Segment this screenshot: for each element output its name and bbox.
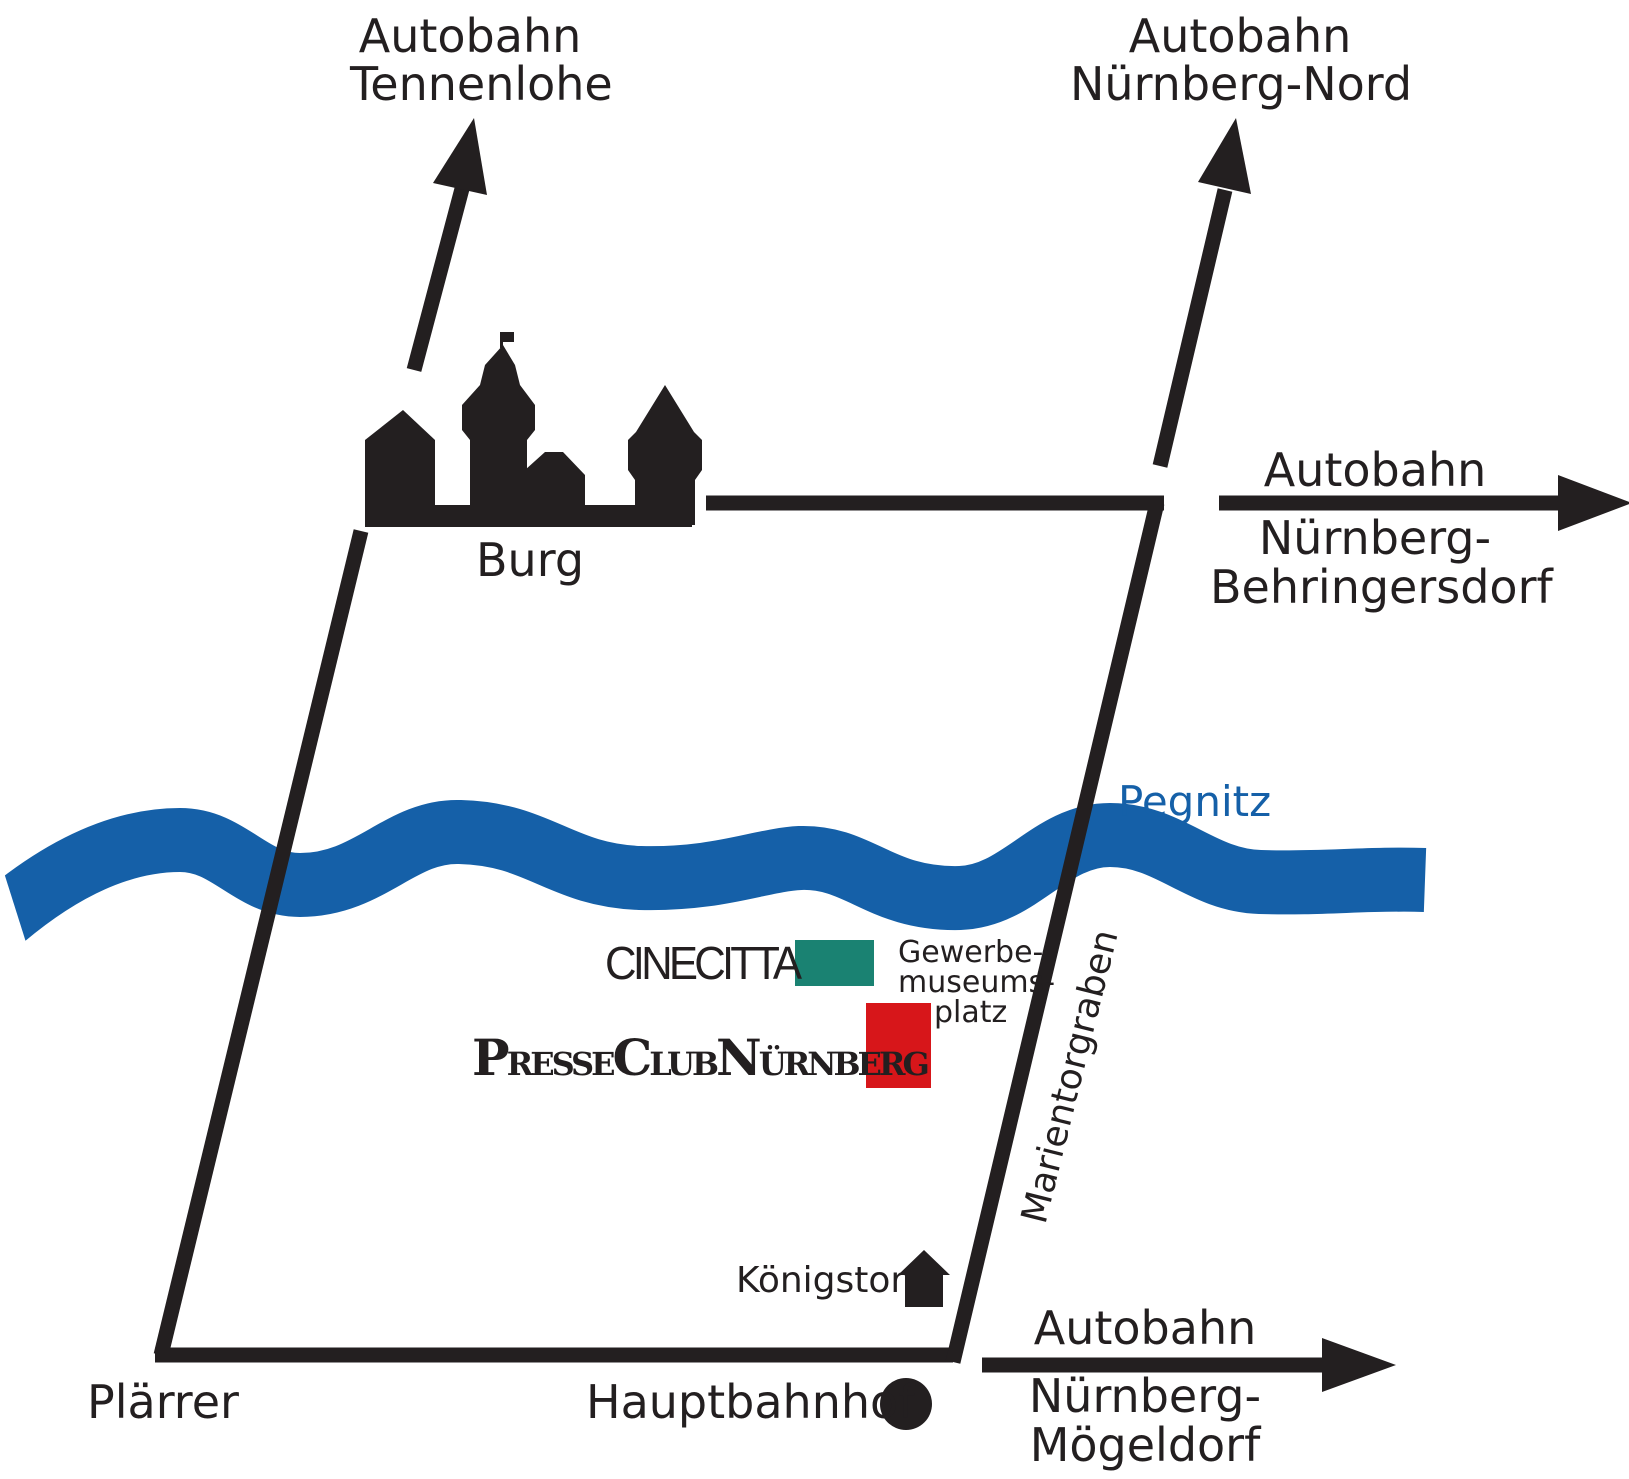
label-cinecitta: CINECITTA [605,937,802,989]
presseclub-letter: P [472,1028,510,1087]
label-plaerrer: Plärrer [87,1375,239,1429]
arrow-behringersdorf [1558,475,1629,531]
ring-road-left [153,529,369,1357]
station-dot-icon [880,1378,932,1430]
label-presseclub: PRESSECLUBNÜRNBERG [472,1028,930,1087]
road-to-tennenlohe [406,183,471,372]
label-line: Tennenlohe [350,57,613,112]
label-line: Autobahn [358,9,582,63]
castle-icon [365,332,702,527]
label-line: Mögeldorf [1029,1417,1261,1472]
presseclub-word: RESSE [506,1045,616,1083]
label-autobahn-tennenlohe: Autobahn Tennenlohe [350,9,613,112]
label-line: Autobahn [1128,9,1352,63]
label-line: Behringersdorf [1210,559,1553,614]
cinecitta-marker [795,940,874,986]
river-pegnitz [0,800,1427,942]
presseclub-marker [866,1003,931,1088]
label-line: Nürnberg-Nord [1070,57,1413,112]
label-autobahn-moegeldorf: Autobahn Nürnberg- Mögeldorf [1010,1304,1280,1469]
label-pegnitz: Pegnitz [1118,777,1272,826]
label-hauptbahnhof: Hauptbahnhof [586,1375,915,1429]
arrow-moegeldorf [1322,1338,1396,1392]
label-line: Nürnberg- [1258,511,1492,566]
presseclub-word: LUB [649,1045,719,1083]
label-autobahn-behringersdorf: Autobahn Nürnberg- Behringersdorf [1210,443,1553,614]
road-to-nord [1152,188,1233,468]
presseclub-letter: N [716,1028,762,1087]
label-line: Autobahn [1263,443,1487,497]
label-line: museums- [898,965,1056,1000]
arrow-tennenlohe [433,118,487,195]
label-line: Autobahn [1033,1301,1257,1355]
label-koenigstor: Königstor [736,1260,906,1301]
presseclub-letter: C [612,1028,653,1087]
label-line: Gewerbe- [898,935,1044,970]
ring-road-right [945,501,1165,1364]
label-autobahn-nord: Autobahn Nürnberg-Nord [1070,9,1413,112]
label-line: platz [934,995,1008,1030]
gate-tower-icon [898,1250,950,1307]
presseclub-word: ÜRNBERG [758,1045,930,1083]
label-burg: Burg [476,533,585,587]
label-line: Nürnberg- [1028,1369,1262,1424]
label-gewerbemuseumsplatz: Gewerbe- museums- platz [898,938,1055,1028]
arrow-nord [1198,118,1251,194]
